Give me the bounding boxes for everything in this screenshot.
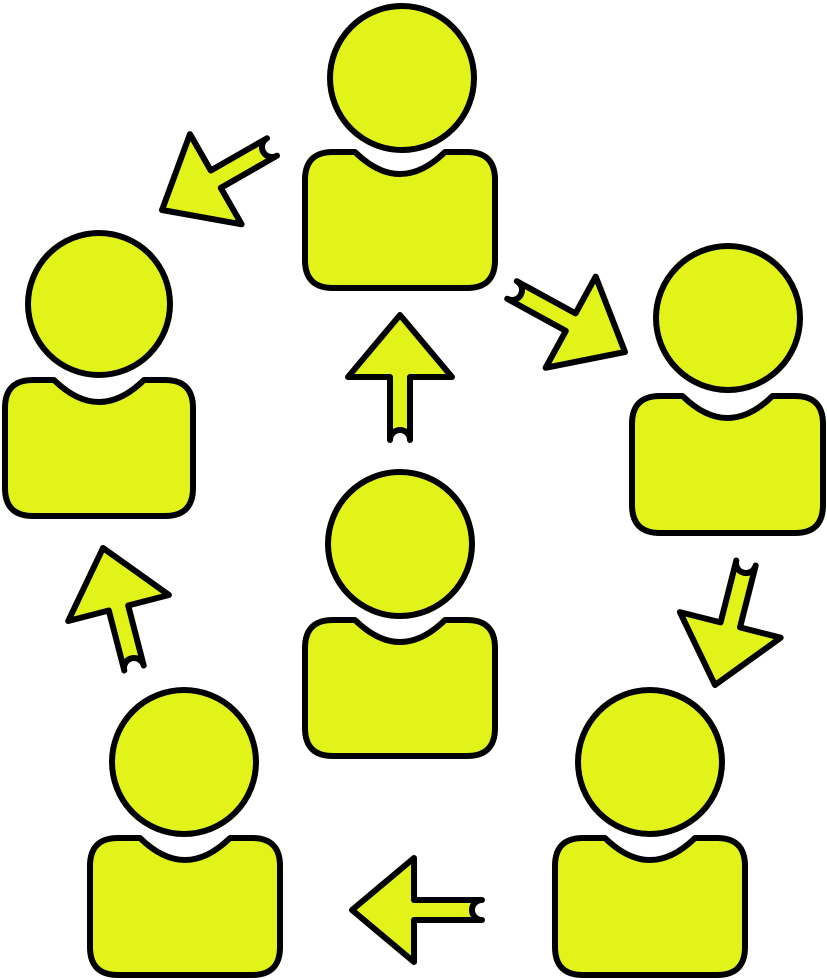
arrow-lower-left-to-upper-left-icon <box>65 545 172 674</box>
person-upper-left-icon <box>2 230 196 519</box>
person-head <box>327 3 477 153</box>
arrow-upper-right-to-lower-right-icon <box>676 557 784 688</box>
person-body <box>629 393 826 536</box>
arrow-lower-right-to-lower-left-icon <box>349 855 485 965</box>
person-head <box>325 469 475 619</box>
arrow-center-to-top-icon <box>345 312 455 443</box>
person-body <box>87 835 283 978</box>
arrows-group <box>65 131 784 965</box>
arrow-top-to-upper-left-icon <box>159 131 280 228</box>
person-head <box>575 687 725 837</box>
person-body <box>302 617 498 759</box>
person-body <box>302 149 498 291</box>
person-lower-left-icon <box>87 687 283 978</box>
persons-group <box>2 3 826 978</box>
person-head <box>109 687 259 837</box>
person-lower-right-icon <box>552 687 748 978</box>
person-body <box>2 377 196 519</box>
person-upper-right-icon <box>629 243 826 536</box>
person-head <box>25 230 173 378</box>
person-center-icon <box>302 469 498 759</box>
person-head <box>653 243 803 393</box>
person-top-icon <box>302 3 498 291</box>
person-body <box>552 835 748 978</box>
arrow-top-to-upper-right-icon <box>504 273 628 371</box>
